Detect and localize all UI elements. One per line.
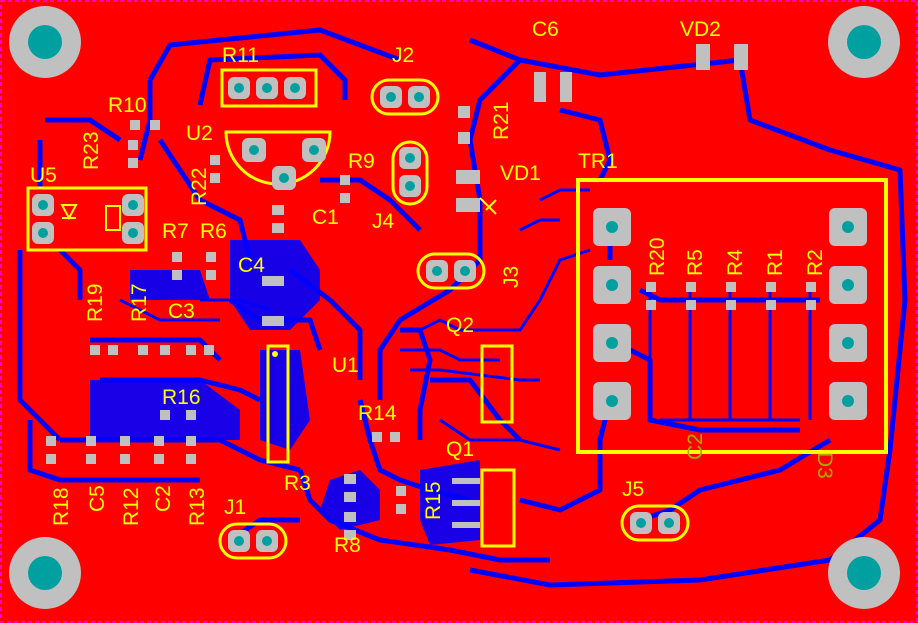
label-tr1: TR1 [578,150,618,173]
label-c2: C2 [152,485,175,512]
label-r1: R1 [764,249,787,276]
label-c5: C5 [86,485,109,512]
label-d3: D3 [813,452,836,479]
label-j1: J1 [224,496,246,519]
label-j2: J2 [392,44,414,67]
transformer-tr1 [576,178,888,454]
label-r20: R20 [646,237,669,276]
label-r14: R14 [358,402,397,425]
label-u1: U1 [332,354,359,377]
label-r10: R10 [108,94,147,117]
label-q1: Q1 [446,438,474,461]
label-j3: J3 [500,266,523,288]
label-vd1: VD1 [500,162,541,185]
label-j5: J5 [622,478,644,501]
label-r7: R7 [162,220,189,243]
label-r11: R11 [222,44,259,67]
label-u2: U2 [186,122,213,145]
label-r16: R16 [162,386,201,409]
label-r21: R21 [490,101,513,140]
label-r8: R8 [334,534,361,557]
label-r13: R13 [186,487,209,526]
label-c2-bottom: C2 [684,433,707,460]
label-r2: R2 [804,249,827,276]
connectors [26,68,690,560]
mounting-holes [9,6,900,609]
label-c6: C6 [532,18,559,41]
label-c4: C4 [238,254,265,277]
label-r17: R17 [128,283,151,322]
label-u5: U5 [30,164,57,187]
label-r23: R23 [80,131,103,170]
label-q2: Q2 [446,314,474,337]
label-c1: C1 [312,206,339,229]
label-r6: R6 [200,220,227,243]
label-r19: R19 [84,283,107,322]
label-vd2: VD2 [680,18,721,41]
label-r4: R4 [724,249,747,276]
bottom-traces [17,27,908,588]
label-r12: R12 [120,487,143,526]
label-r22: R22 [188,167,211,206]
label-j4: J4 [372,210,395,233]
label-r5: R5 [684,249,707,276]
label-r18: R18 [50,487,73,526]
label-r15: R15 [422,481,445,520]
label-r9: R9 [348,150,375,173]
label-c3: C3 [168,300,195,323]
silkscreen-labels: R11 R10 R23 U2 R22 U5 J2 C6 VD2 R21 R9 V… [30,18,836,557]
label-r3: R3 [284,472,311,495]
smd-pads [46,44,816,540]
